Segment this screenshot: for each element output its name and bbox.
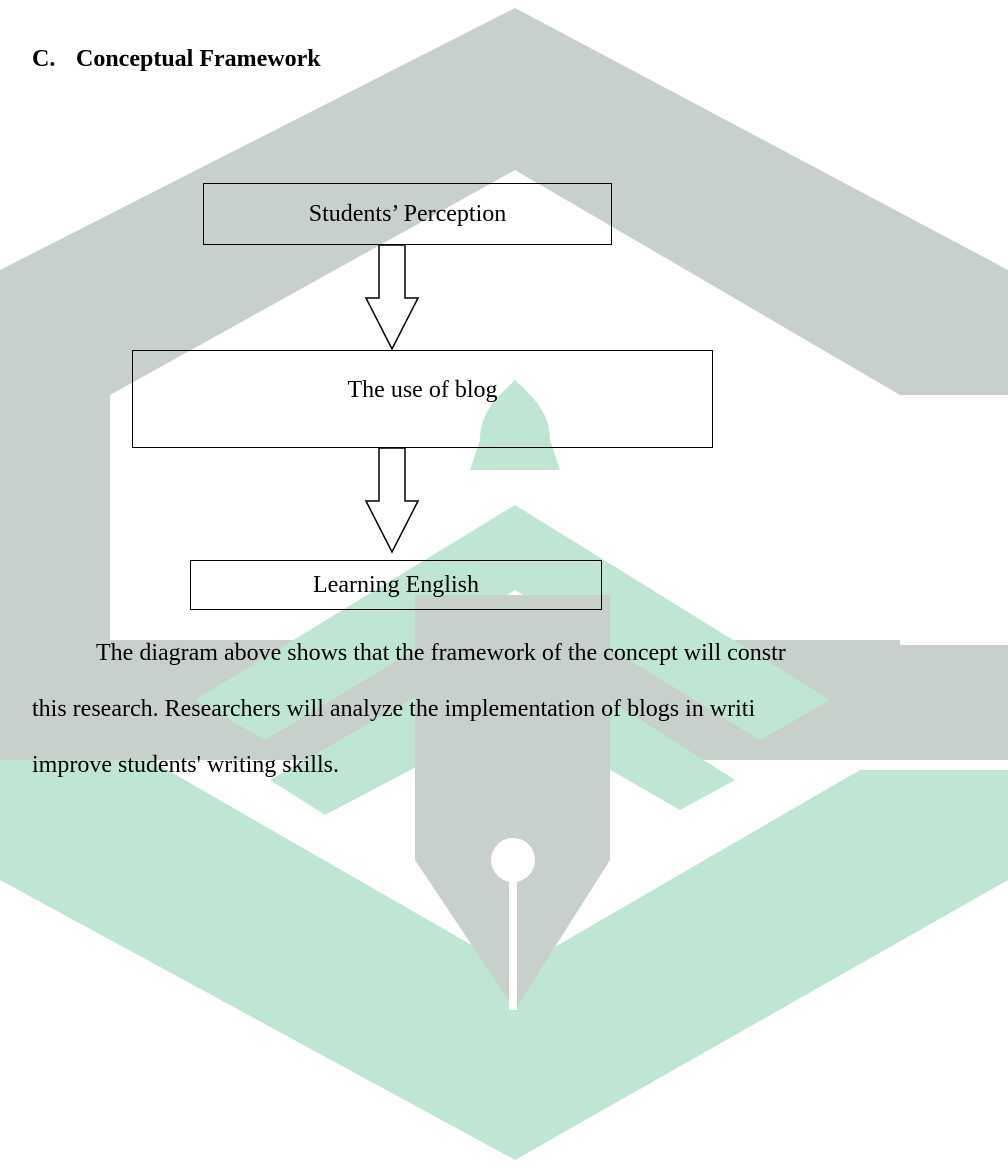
watermark-green-chevron-2 — [270, 640, 735, 815]
framework-box-students-perception: Students’ Perception — [203, 183, 612, 245]
down-arrow-icon — [364, 244, 420, 351]
watermark-green-chevron-1 — [195, 505, 830, 740]
framework-box-learning-english: Learning English — [190, 560, 602, 610]
paragraph-line: this research. Researchers will analyze … — [32, 696, 756, 722]
framework-box-label: The use of blog — [347, 377, 498, 403]
framework-box-label: Learning English — [313, 571, 479, 598]
framework-box-use-of-blog: The use of blog — [132, 350, 713, 448]
paragraph-line: improve students' writing skills. — [32, 752, 339, 778]
watermark-pen-hole — [491, 838, 535, 882]
watermark-green-band — [0, 760, 1008, 1160]
paragraph-line: The diagram above shows that the framewo… — [96, 640, 786, 666]
down-arrow-icon — [364, 447, 420, 554]
body-paragraph: The diagram above shows that the framewo… — [32, 625, 1008, 793]
framework-box-label: Students’ Perception — [308, 200, 507, 227]
section-title: Conceptual Framework — [76, 46, 321, 72]
watermark-pen-slit — [509, 880, 517, 1010]
section-heading: C. Conceptual Framework — [32, 46, 321, 73]
section-number: C. — [32, 46, 56, 72]
watermark-pen-nib — [415, 595, 610, 1010]
